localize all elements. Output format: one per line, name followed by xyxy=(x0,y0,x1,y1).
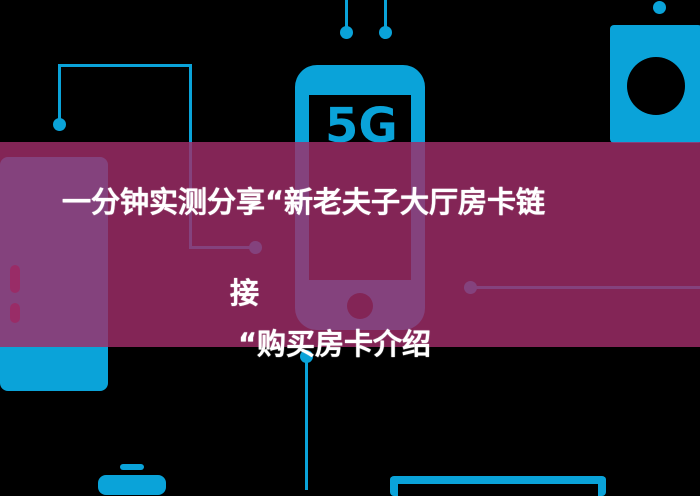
title-line-3: “购买房卡介绍 xyxy=(238,327,432,361)
connector-line xyxy=(58,64,191,67)
connector-dot xyxy=(653,1,666,14)
title-banner xyxy=(0,142,700,347)
bottom-device xyxy=(98,475,166,495)
washing-machine-door xyxy=(627,57,685,115)
connector-dot xyxy=(300,350,313,363)
connector-line xyxy=(345,0,348,32)
connector-dot xyxy=(340,26,353,39)
connector-line xyxy=(305,355,308,490)
connector-dot xyxy=(379,26,392,39)
connector-line xyxy=(58,65,61,125)
connector-dot xyxy=(53,118,66,131)
title-line-1: 一分钟实测分享“新老夫子大厅房卡链 xyxy=(62,185,546,219)
bottom-device-handle xyxy=(120,464,144,470)
connector-line xyxy=(384,0,387,32)
bottom-screen xyxy=(390,476,606,496)
title-line-2: 接 xyxy=(230,276,260,310)
